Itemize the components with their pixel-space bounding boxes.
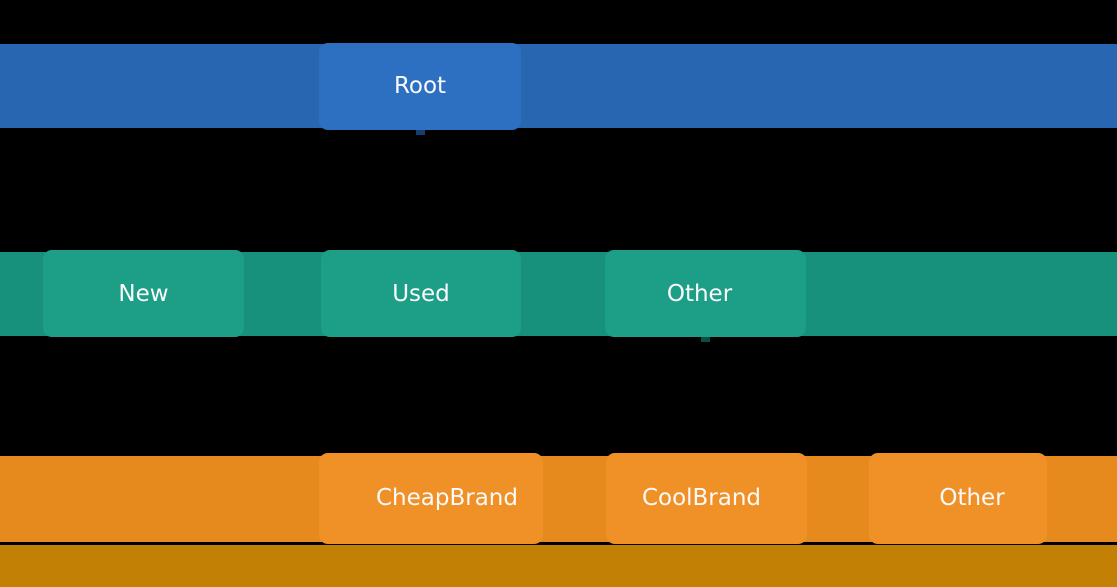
node-label: Other (666, 280, 733, 307)
node-1-used[interactable]: Used (321, 250, 521, 337)
node-label: Root (393, 73, 447, 100)
node-2-cheapbrand[interactable]: CheapBrand (319, 453, 543, 544)
node-label: Used (392, 280, 450, 307)
connector-tick (701, 337, 710, 342)
node-label: New (118, 280, 169, 307)
node-label: CoolBrand (641, 485, 762, 512)
node-0-root[interactable]: Root (319, 42, 521, 130)
level-3-band (0, 545, 1117, 587)
node-label: Other (939, 485, 1005, 512)
node-1-other[interactable]: Other (605, 250, 806, 337)
node-2-coolbrand[interactable]: CoolBrand (606, 453, 807, 544)
connector-tick (415, 130, 425, 135)
node-1-new[interactable]: New (43, 250, 244, 337)
node-label: CheapBrand (376, 485, 518, 512)
node-2-other[interactable]: Other (869, 453, 1047, 544)
level-0-band (0, 44, 1117, 128)
